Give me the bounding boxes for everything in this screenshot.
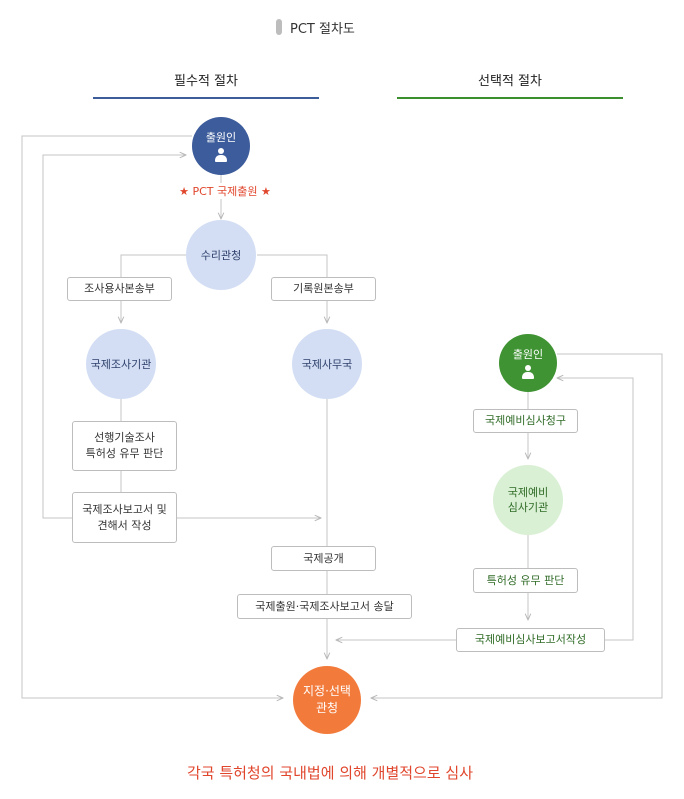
iper-box: 국제예비심사보고서작성: [456, 628, 605, 652]
ipea-line1: 국제예비: [507, 486, 549, 499]
receiving-office-label: 수리관청: [200, 248, 242, 262]
ipea-line2: 심사기관: [507, 501, 549, 514]
ib-node: 국제사무국: [292, 329, 362, 399]
designated-line2: 관청: [315, 701, 339, 715]
ipea-node: 국제예비 심사기관: [493, 465, 563, 535]
arrow-isr-feedback: [42, 155, 186, 519]
demand-box: 국제예비심사청구: [473, 409, 578, 433]
isa-node: 국제조사기관: [86, 329, 156, 399]
person-icon: [522, 365, 534, 379]
title-text: PCT 절차도: [290, 21, 355, 37]
footer-note: 각국 특허청의 국내법에 의해 개별적으로 심사: [186, 764, 474, 782]
line-ro-left: [120, 254, 186, 277]
publication-box: 국제공개: [271, 546, 376, 571]
patentability-box: 특허성 유무 판단: [473, 568, 578, 593]
transmittal-box: 국제출원·국제조사보고서 송달: [237, 594, 412, 619]
applicant-label: 출원인: [205, 131, 237, 144]
isa-label: 국제조사기관: [90, 357, 152, 371]
isr-line2: 견해서 작성: [97, 518, 152, 532]
record-copy-box: 기록원본송부: [271, 277, 376, 301]
isr-line1: 국제조사보고서 및: [82, 502, 167, 516]
arrow-right-loop-to-designated: [371, 353, 663, 698]
search-copy-box: 조사용사본송부: [67, 277, 172, 301]
person-icon: [215, 148, 227, 162]
line-ro-right: [257, 254, 328, 277]
arrow-left-loop-to-designated: [21, 135, 283, 698]
column-underline-optional: [397, 97, 623, 99]
designated-office-node: 지정·선택 관청: [293, 666, 361, 734]
applicant-node-left: 출원인: [192, 117, 250, 175]
prior-art-line1: 선행기술조사: [94, 431, 155, 444]
receiving-office-node: 수리관청: [186, 220, 256, 290]
column-heading-required: 필수적 절차: [174, 74, 238, 89]
prior-art-box: 선행기술조사 특허성 유무 판단: [72, 421, 177, 471]
ib-label: 국제사무국: [301, 357, 353, 371]
title-bullet: [276, 19, 282, 35]
applicant-right-label: 출원인: [512, 348, 544, 361]
prior-art-line2: 특허성 유무 판단: [85, 447, 164, 460]
isr-box: 국제조사보고서 및 견해서 작성: [72, 492, 177, 543]
designated-line1: 지정·선택: [303, 684, 351, 698]
column-underline-required: [93, 97, 319, 99]
arrow-iper-feedback: [557, 378, 634, 641]
applicant-node-right: 출원인: [499, 334, 557, 392]
intl-filing-label: ★ PCT 국제출원 ★: [179, 185, 271, 198]
diagram-title: PCT 절차도: [276, 16, 355, 38]
column-heading-optional: 선택적 절차: [478, 74, 542, 89]
